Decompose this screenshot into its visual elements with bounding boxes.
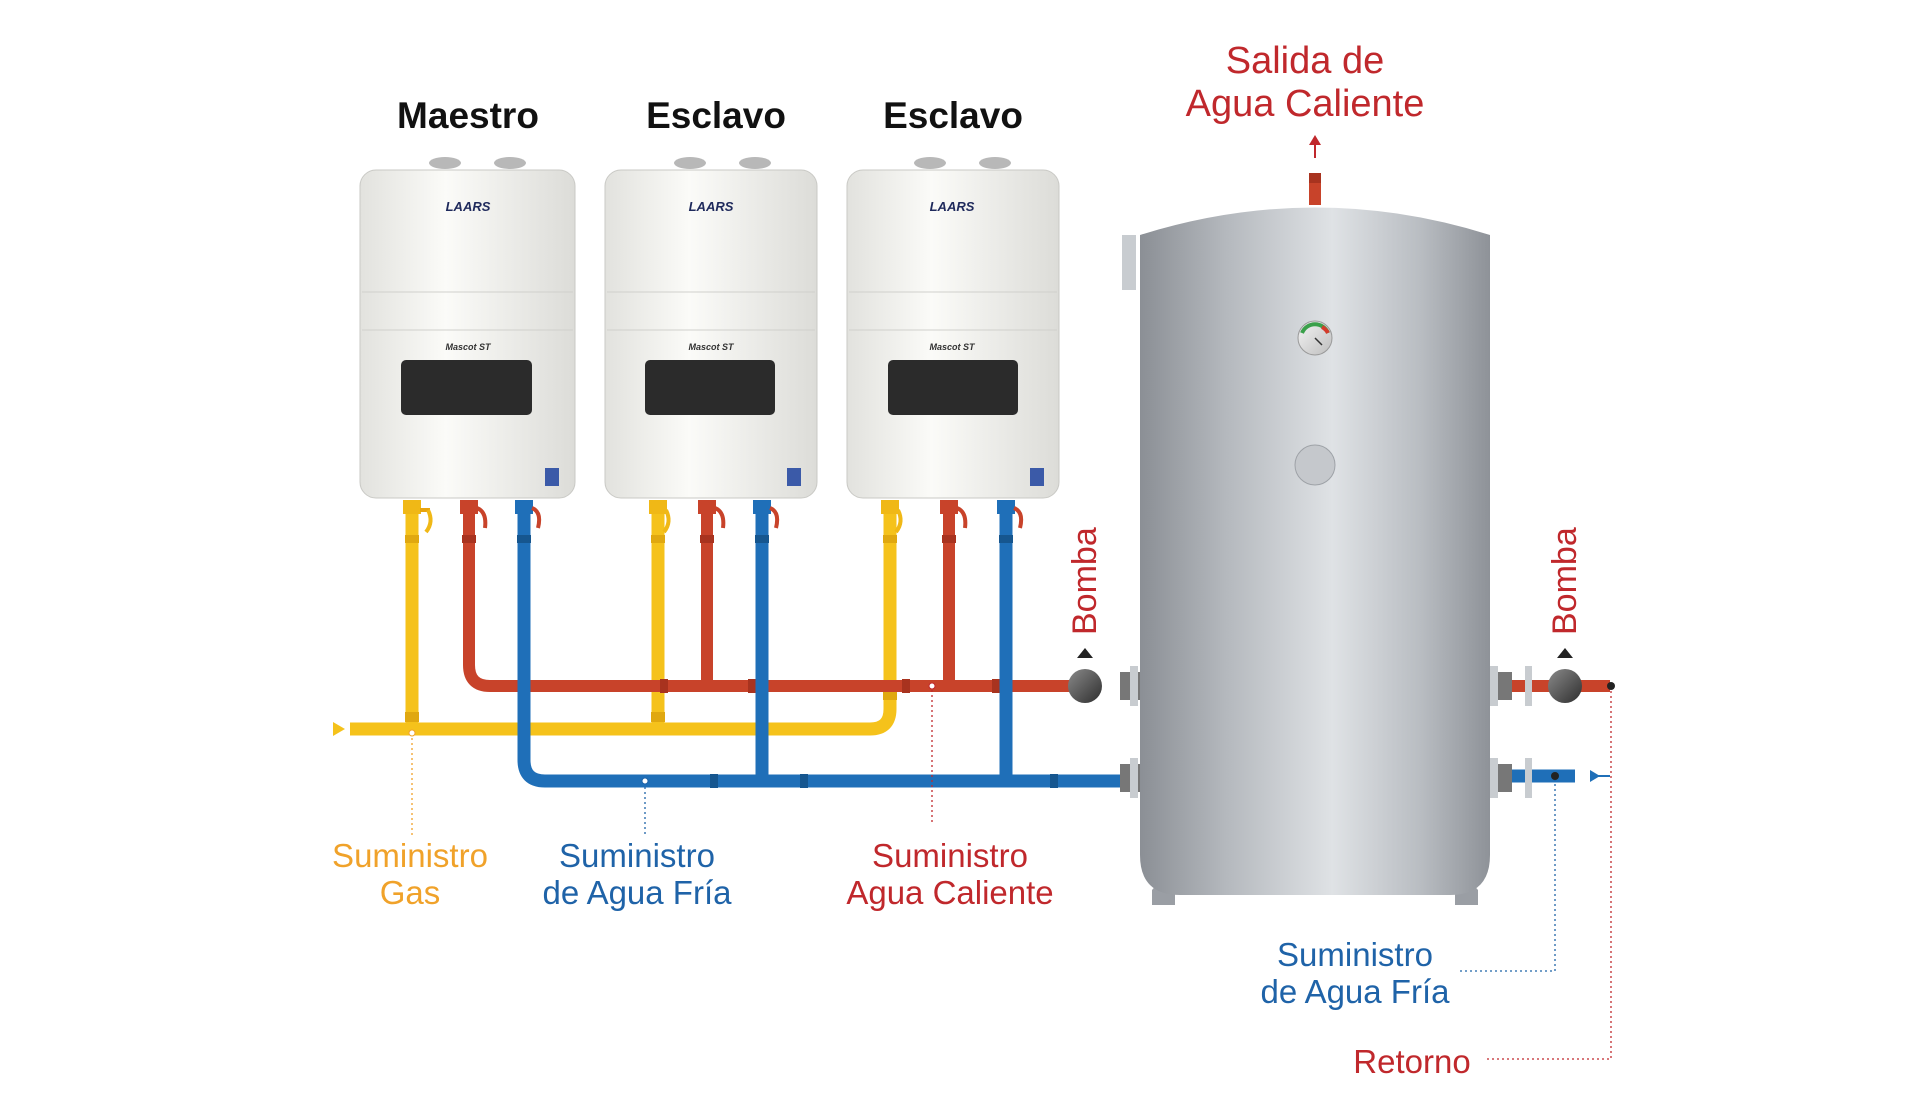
storage-tank xyxy=(1120,207,1532,905)
leader-lines xyxy=(411,690,1612,1060)
heater-1-model: Mascot ST xyxy=(445,342,491,352)
cold-supply-left-label: Suministro de Agua Fría xyxy=(542,837,732,912)
gas-supply-label: Suministro Gas xyxy=(332,837,488,912)
valves xyxy=(403,500,1024,534)
valve-gas-1 xyxy=(403,500,433,534)
cold-right-leader xyxy=(1460,780,1556,972)
heater-3-model: Mascot ST xyxy=(929,342,975,352)
cold-pipe-fittings xyxy=(517,535,1058,788)
cold-supply-right-label-line1: Suministro xyxy=(1277,936,1433,973)
heater-1-title: Maestro xyxy=(397,95,539,136)
hot-supply-label-line2: Agua Caliente xyxy=(846,873,1054,911)
heater-3 xyxy=(846,157,1060,499)
valve-cold-2 xyxy=(753,500,780,529)
cold-supply-left-label-line2: de Agua Fría xyxy=(542,873,732,911)
valve-hot-3 xyxy=(940,500,968,529)
hot-outlet-label-line2: Agua Caliente xyxy=(1185,82,1425,125)
valve-hot-1 xyxy=(460,500,488,529)
valve-gas-3 xyxy=(881,500,903,534)
cold-main-line xyxy=(517,507,1125,788)
cold-supply-right-label-line2: de Agua Fría xyxy=(1260,972,1450,1010)
heater-1-brand: LAARS xyxy=(445,199,491,214)
gas-inlet-arrow xyxy=(333,722,345,736)
gas-main-line xyxy=(350,507,897,736)
return-leader xyxy=(1487,690,1612,1060)
hot-pipe-fittings xyxy=(462,173,1321,693)
heater-1-display xyxy=(401,360,532,415)
heater-3-title: Esclavo xyxy=(883,95,1023,136)
cold-supply-left-label-line1: Suministro xyxy=(559,837,715,874)
outlet-arrow xyxy=(1309,135,1321,158)
valve-gas-2 xyxy=(649,500,671,534)
valve-cold-1 xyxy=(515,500,542,529)
valve-hot-2 xyxy=(698,500,726,529)
heater-1 xyxy=(359,157,576,499)
hot-supply-label-line1: Suministro xyxy=(872,837,1028,874)
heater-2-model: Mascot ST xyxy=(688,342,734,352)
heater-3-brand: LAARS xyxy=(929,199,975,214)
heater-2 xyxy=(604,157,818,499)
pump-right-label: Bomba xyxy=(1546,527,1584,635)
pump-left xyxy=(1068,648,1102,703)
gas-supply-label-line2: Gas xyxy=(379,873,441,911)
pump-left-label: Bomba xyxy=(1066,527,1104,635)
hot-outlet-label-line1: Salida de xyxy=(1225,40,1385,82)
gas-pipes xyxy=(350,507,897,736)
heater-2-display xyxy=(645,360,775,415)
pump-right xyxy=(1548,648,1582,703)
hot-outlet-label: Salida de Agua Caliente xyxy=(1186,40,1425,125)
hot-supply-label: Suministro Agua Caliente xyxy=(846,837,1054,912)
valve-cold-3 xyxy=(997,500,1024,529)
hot-main-line xyxy=(463,507,1075,692)
return-endpoint xyxy=(1607,682,1615,690)
cold-supply-right-label: Suministro de Agua Fría xyxy=(1260,936,1450,1011)
return-label: Retorno xyxy=(1353,1043,1471,1080)
gas-supply-label-line1: Suministro xyxy=(332,837,488,874)
tank-port xyxy=(1294,444,1336,486)
gas-pipe-fittings xyxy=(405,535,897,722)
heater-2-brand: LAARS xyxy=(688,199,734,214)
heater-2-title: Esclavo xyxy=(646,95,786,136)
heater-3-display xyxy=(888,360,1018,415)
cold-right-point xyxy=(1551,772,1559,780)
